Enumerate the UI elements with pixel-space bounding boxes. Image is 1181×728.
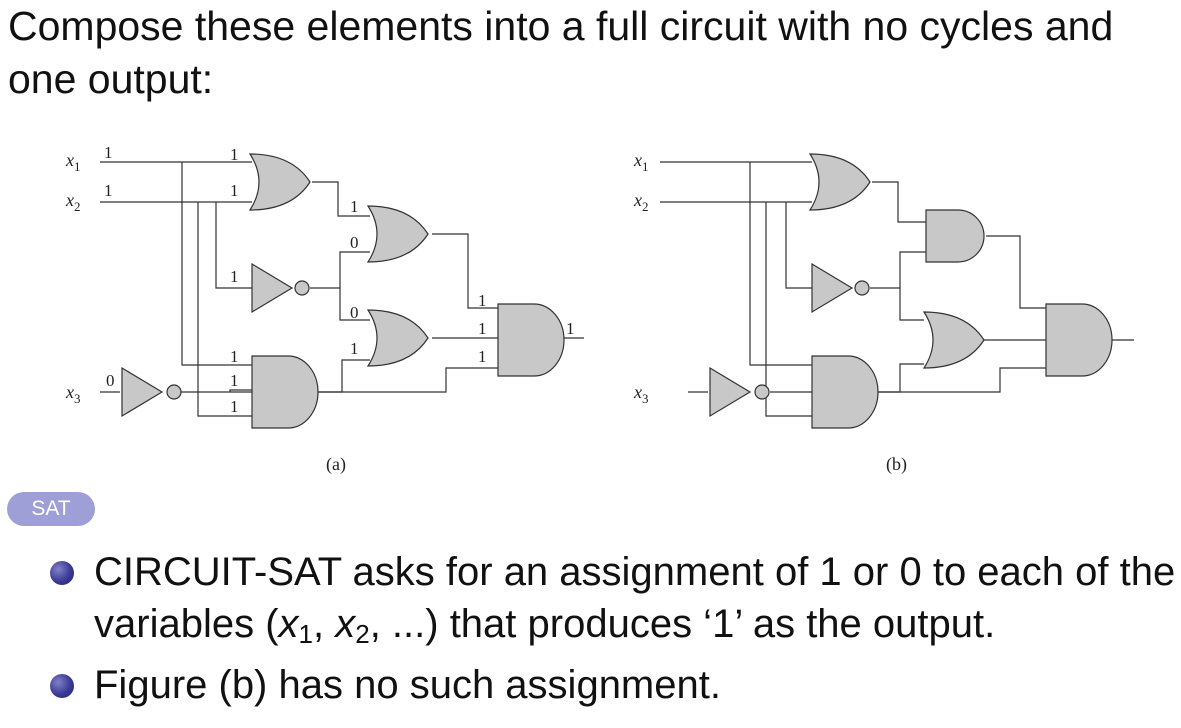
wire-a-not-out (310, 251, 370, 289)
bullet-list: CIRCUIT-SAT asks for an assignment of 1 … (48, 546, 1178, 720)
caption-a: (a) (326, 454, 346, 475)
bullet-item-2: Figure (b) has no such assignment. (48, 659, 1178, 711)
wire-a-or1-out (312, 181, 370, 217)
and-gate-a1 (251, 355, 319, 429)
not-gate-a3 (121, 367, 163, 417)
not-bubble-b3 (754, 384, 770, 400)
val-a-x1: 1 (104, 143, 113, 162)
val-a-or3a: 0 (350, 303, 359, 322)
or-gate-a1 (249, 153, 311, 211)
wire-a-x3-to-and (229, 389, 254, 392)
wire-a-x2-branch (197, 202, 254, 417)
val-a-or2a: 1 (350, 197, 359, 216)
val-a-x3: 0 (106, 371, 115, 390)
slide-title: Compose these elements into a full circu… (8, 3, 1114, 102)
wire-b-and1-out (872, 363, 924, 393)
wire-a-x1-branch (181, 162, 254, 366)
or-gate-a3 (367, 309, 429, 367)
circuit-diagram: x1 x2 x3 1 1 0 1 1 1 1 1 1 1 0 0 1 1 1 1… (60, 140, 1140, 485)
and-gate-b1 (811, 355, 879, 429)
label-a-x3: x3 (65, 382, 81, 406)
bullet-icon (50, 561, 74, 585)
val-a-and2c: 1 (478, 347, 487, 366)
val-a-and2a: 1 (478, 291, 487, 310)
wire-b-not-out (870, 251, 926, 289)
gates-b (709, 153, 1113, 429)
wire-a-and1-out2 (312, 367, 500, 393)
and-gate-b-mid (925, 209, 985, 263)
wire-b-x2-branch (765, 202, 812, 417)
wire-b-x1-branch (749, 162, 812, 366)
val-a-or1b: 1 (230, 181, 239, 200)
label-a-x1: x1 (65, 150, 81, 174)
label-b-x3: x3 (633, 382, 649, 406)
wire-a-not-out2 (339, 288, 370, 321)
val-a-or2b: 0 (350, 233, 359, 252)
caption-b: (b) (886, 454, 907, 475)
not-gate-a1 (251, 263, 293, 313)
wire-a-and1-out (312, 359, 370, 393)
and-gate-b2 (1045, 303, 1113, 377)
circuit-b (660, 161, 1134, 417)
val-a-and2b: 1 (478, 319, 487, 338)
val-a-not: 1 (230, 267, 239, 286)
val-a-and1a: 1 (230, 347, 239, 366)
val-a-out: 1 (566, 319, 575, 338)
val-a-and1b: 1 (230, 371, 239, 390)
circuit-a (100, 161, 584, 417)
val-a-x2: 1 (104, 181, 113, 200)
or-gate-b3 (923, 311, 985, 369)
val-a-or3b: 1 (350, 339, 359, 358)
bullet-icon (50, 674, 74, 698)
val-a-and1c: 1 (230, 397, 239, 416)
gates-a (121, 153, 565, 429)
wire-a-or2-out (432, 233, 500, 309)
not-bubble-a3 (166, 384, 182, 400)
bullet-item-1: CIRCUIT-SAT asks for an assignment of 1 … (48, 546, 1178, 650)
wire-b-and1-out2 (872, 367, 1048, 393)
wire-a-x2-to-not (215, 202, 252, 289)
val-a-or1a: 1 (230, 145, 239, 164)
or-gate-b1 (809, 153, 871, 211)
not-bubble-a1 (294, 280, 310, 296)
wire-b-not-out2 (899, 288, 924, 321)
not-gate-b1 (811, 263, 853, 313)
not-gate-b3 (709, 367, 751, 417)
label-a-x2: x2 (65, 190, 81, 214)
label-b-x2: x2 (633, 190, 649, 214)
label-b-x1: x1 (633, 150, 649, 174)
or-gate-a2 (367, 205, 429, 263)
not-bubble-b1 (854, 280, 870, 296)
wire-b-or1-out (872, 181, 926, 223)
and-gate-a2 (497, 303, 565, 377)
wire-b-x2-to-not (785, 202, 812, 289)
sat-tag: SAT (7, 492, 95, 526)
wire-b-and-mid-out (986, 235, 1048, 309)
